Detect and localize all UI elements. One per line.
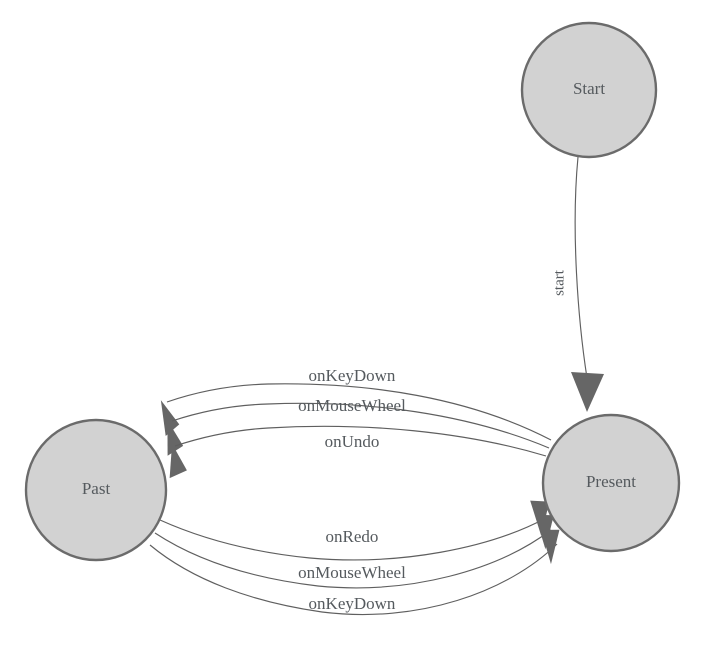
edge-start-present[interactable]: start: [551, 156, 604, 412]
edge-label-past-present-onredo: onRedo: [326, 527, 379, 546]
edge-label-present-past-onundo: onUndo: [325, 432, 380, 451]
edge-past-present-3-path: [149, 543, 558, 616]
arrowhead-into-past-2: [167, 420, 184, 456]
node-present-circle: [541, 413, 681, 553]
node-past-label: Past: [82, 479, 111, 498]
edge-present-past-onkeydown[interactable]: onKeyDown: [157, 366, 552, 441]
edge-past-present-onredo[interactable]: onRedo: [159, 498, 550, 561]
node-past-circle: [24, 418, 168, 562]
edge-start-present-path: [574, 156, 588, 379]
edge-past-present-onkeydown[interactable]: onKeyDown: [149, 523, 564, 616]
edge-present-past-2-path: [171, 402, 550, 449]
edge-label-present-past-onkeydown: onKeyDown: [309, 366, 396, 385]
edge-past-present-2-path: [154, 529, 552, 589]
node-start[interactable]: Start: [520, 21, 658, 159]
edge-label-past-present-onkeydown: onKeyDown: [309, 594, 396, 613]
edge-present-past-onundo[interactable]: onUndo: [166, 425, 547, 479]
edge-past-present-1-path: [159, 517, 547, 561]
node-past[interactable]: Past: [24, 418, 168, 562]
edge-present-past-3-path: [174, 425, 547, 457]
edge-past-present-onmousewheel[interactable]: onMouseWheel: [154, 510, 556, 589]
edge-present-past-onmousewheel[interactable]: onMouseWheel: [162, 396, 550, 456]
arrowhead-into-present-3: [541, 529, 560, 565]
edge-label-start: start: [551, 269, 567, 296]
arrowhead-into-past-3: [169, 443, 187, 479]
arrowhead-into-present-top: [571, 372, 604, 412]
edge-present-past-1-path: [166, 383, 552, 441]
node-present[interactable]: Present: [541, 413, 681, 553]
edge-label-present-past-onmousewheel: onMouseWheel: [298, 396, 406, 415]
arrowhead-into-past-1: [160, 400, 180, 437]
node-start-circle: [520, 21, 658, 159]
node-start-label: Start: [573, 79, 605, 98]
edge-label-past-present-onmousewheel: onMouseWheel: [298, 563, 406, 582]
node-present-label: Present: [586, 472, 636, 491]
